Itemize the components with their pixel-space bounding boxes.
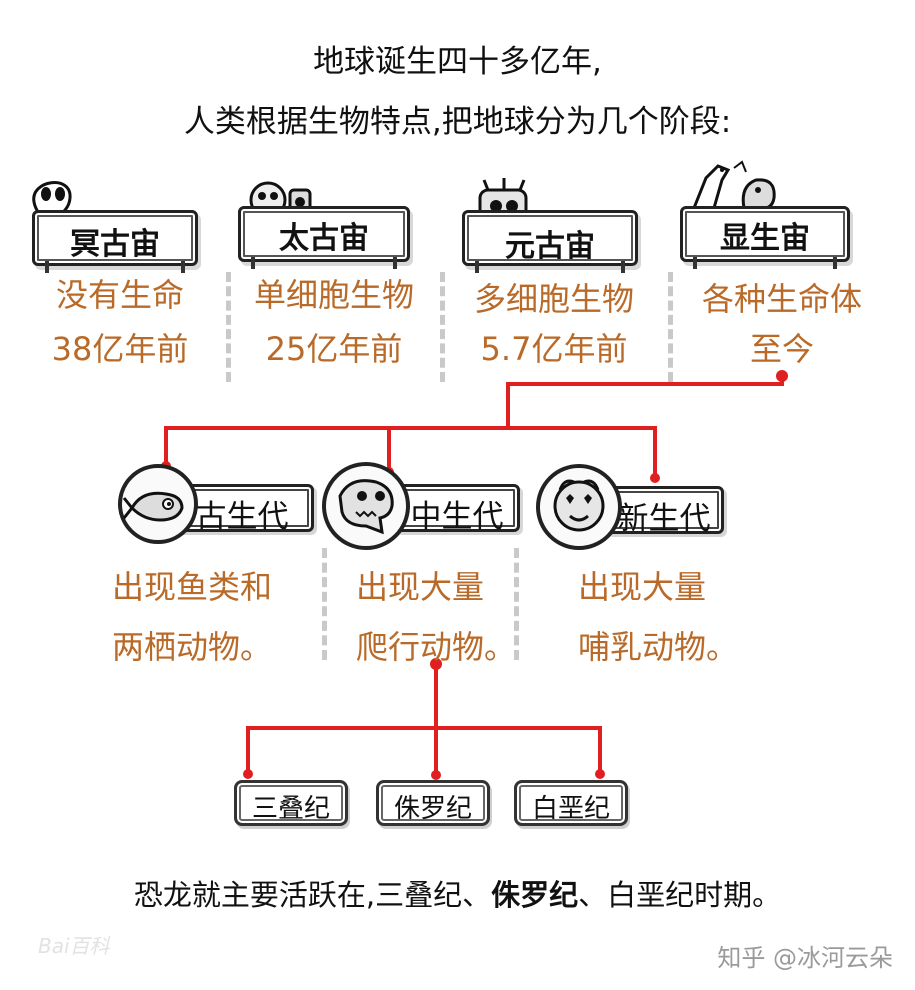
dot-phanerozoic: [776, 370, 788, 382]
period-jurassic: 侏罗纪: [376, 780, 490, 826]
eon-sign-proterozoic: 元古宙: [462, 210, 638, 273]
connector-period-bar: [246, 726, 602, 774]
era-divider: [514, 548, 519, 660]
monkey-icon-art: [553, 479, 605, 532]
era-desc-cenozoic-2: 哺乳动物。: [578, 628, 739, 666]
footer-sentence: 恐龙就主要活跃在,三叠纪、侏罗纪、白垩纪时期。: [0, 872, 915, 914]
dinosaur-icon-art: [338, 479, 394, 535]
monkey-icon: [536, 464, 622, 550]
sign-hook: [45, 261, 49, 273]
dot-cretaceous: [595, 769, 605, 779]
era-box-cenozoic: 新生代: [604, 486, 724, 537]
era-desc-paleozoic-1: 出现鱼类和: [112, 568, 273, 606]
creatures-icon: [692, 160, 776, 210]
sign-hook: [251, 257, 255, 269]
era-divider: [322, 548, 327, 660]
era-desc-mesozoic-1: 出现大量: [356, 568, 485, 606]
footer-part-2: 、白垩纪时期。: [578, 878, 782, 912]
dot-triassic: [243, 769, 253, 779]
dot-cenozoic: [650, 473, 660, 483]
eon-sign-archean: 太古宙: [238, 206, 410, 269]
eon-name: 冥古宙: [70, 227, 160, 262]
eon-desc-hadean-2: 38亿年前: [51, 330, 189, 368]
eon-divider: [226, 272, 231, 382]
fish-icon-art: [122, 491, 184, 522]
eon-divider: [440, 272, 445, 382]
title-line-2: 人类根据生物特点,把地球分为几个阶段:: [183, 104, 732, 140]
sign-hook: [621, 261, 625, 273]
era-box-mesozoic: 中生代: [394, 484, 520, 535]
footer-part-1: 恐龙就主要活跃在,三叠纪、: [133, 878, 492, 912]
eon-divider: [668, 272, 673, 382]
connector-era-bar: [164, 426, 657, 480]
watermark-zhihu: 知乎 @冰河云朵: [717, 944, 893, 972]
eon-desc-archean-2: 25亿年前: [265, 330, 403, 368]
era-desc-mesozoic-2: 爬行动物。: [356, 628, 517, 666]
sign-hook: [475, 261, 479, 273]
footer-bold: 侏罗纪: [491, 878, 579, 912]
eon-desc-archean-1: 单细胞生物: [253, 276, 414, 314]
era-box-paleozoic: 古生代: [170, 484, 314, 535]
eon-desc-proterozoic-2: 5.7亿年前: [480, 330, 628, 368]
sign-hook: [833, 257, 837, 269]
era-name: 新生代: [617, 501, 711, 537]
sign-hook: [181, 261, 185, 273]
era-name: 古生代: [195, 499, 289, 535]
eon-desc-phanerozoic-1: 各种生命体: [701, 280, 862, 318]
period-cretaceous: 白垩纪: [514, 780, 628, 826]
period-name: 三叠纪: [251, 794, 330, 824]
eon-name: 显生宙: [720, 221, 810, 256]
era-name: 中生代: [410, 499, 504, 535]
period-name: 侏罗纪: [393, 794, 472, 824]
eon-desc-hadean-1: 没有生命: [55, 276, 184, 314]
eon-desc-phanerozoic-2: 至今: [749, 330, 814, 368]
eon-name: 元古宙: [505, 229, 595, 264]
era-desc-cenozoic-1: 出现大量: [578, 568, 707, 606]
eon-sign-hadean: 冥古宙: [32, 210, 198, 273]
period-triassic: 三叠纪: [234, 780, 348, 826]
connector-eon-to-split: [506, 374, 784, 430]
eon-desc-proterozoic-1: 多细胞生物: [473, 280, 634, 318]
dinosaur-icon: [322, 462, 410, 550]
sign-hook: [393, 257, 397, 269]
fish-icon: [118, 464, 198, 544]
sign-hook: [693, 257, 697, 269]
eon-sign-phanerozoic: 显生宙: [680, 206, 850, 269]
period-name: 白垩纪: [531, 794, 610, 824]
eon-name: 太古宙: [279, 221, 369, 256]
dot-jurassic: [431, 770, 441, 780]
title-line-1: 地球诞生四十多亿年,: [313, 44, 602, 80]
era-desc-paleozoic-2: 两栖动物。: [112, 628, 273, 666]
dot-mesozoic-bottom: [430, 658, 442, 670]
watermark-baike: Bai百科: [38, 934, 110, 958]
